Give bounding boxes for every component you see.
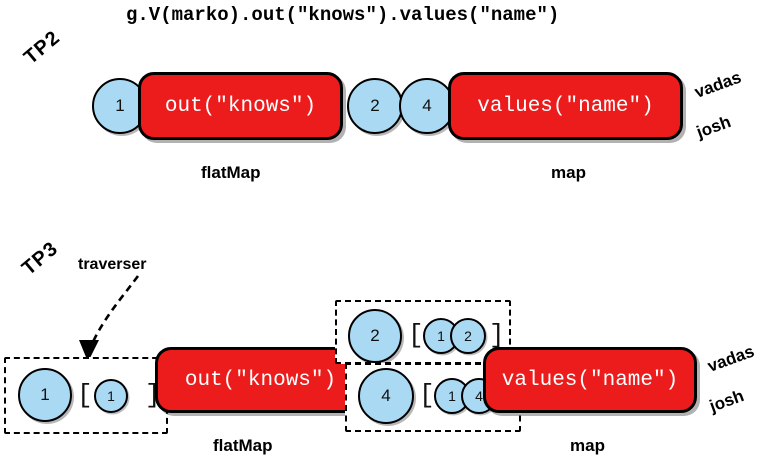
tp3-traverser-1-bracket-open: [ [77, 380, 93, 410]
tp3-traverser-4-bracket-open: [ [419, 380, 435, 410]
tp3-traverser-1-path-0: 1 [94, 379, 128, 413]
tp3-step-flatmap[interactable]: out("knows") [155, 347, 366, 413]
tp3-badge: TP3 [18, 237, 63, 280]
tp3-traverser-1-object: 1 [18, 368, 72, 422]
tp2-badge: TP2 [20, 26, 65, 69]
tp3-result-josh: josh [707, 386, 747, 416]
tp3-traverser-2-path-1: 2 [450, 318, 486, 354]
tp2-result-vadas: vadas [692, 67, 744, 102]
query-title: g.V(marko).out("knows").values("name") [126, 4, 560, 26]
tp3-caption-map: map [570, 436, 605, 455]
tp3-traverser-2-object: 2 [348, 309, 402, 363]
tp2-object-2: 2 [347, 78, 403, 134]
tp2-caption-flatmap: flatMap [201, 163, 261, 182]
tp3-step-map[interactable]: values("name") [483, 347, 697, 413]
tp3-caption-flatmap: flatMap [213, 436, 273, 455]
tp3-traverser-4-object: 4 [358, 368, 414, 424]
tp3-annotation-traverser: traverser [78, 256, 147, 273]
tp3-result-vadas: vadas [705, 341, 757, 376]
tp2-result-josh: josh [694, 112, 734, 142]
tp2-step-flatmap[interactable]: out("knows") [138, 72, 343, 140]
tp3-traverser-2-bracket-open: [ [408, 320, 424, 350]
tp2-caption-map: map [551, 163, 586, 182]
tp2-object-4: 4 [399, 78, 455, 134]
tp3-traverser-2-bracket-close: ] [489, 320, 505, 350]
tp2-step-map[interactable]: values("name") [448, 72, 683, 140]
